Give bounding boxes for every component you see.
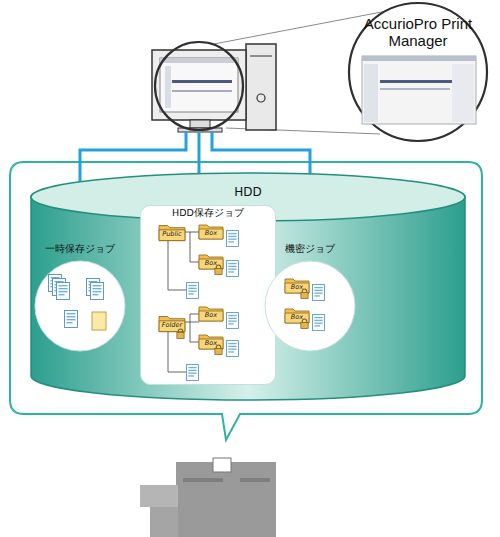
folder-icon bbox=[199, 225, 223, 239]
folder-icon bbox=[285, 309, 309, 323]
tree-lines bbox=[168, 232, 199, 372]
tree-line bbox=[190, 232, 199, 262]
printer-feeder bbox=[140, 485, 178, 507]
screenshot-frame bbox=[362, 56, 476, 124]
document-icon bbox=[312, 315, 324, 331]
screen-bar bbox=[160, 58, 238, 63]
printer-body bbox=[176, 462, 276, 537]
lock-icons bbox=[177, 265, 308, 354]
folder-icon bbox=[199, 255, 223, 269]
tree-line bbox=[190, 314, 199, 342]
document-icon bbox=[186, 283, 198, 299]
pc-tower bbox=[246, 44, 276, 130]
document-icon bbox=[92, 312, 106, 330]
folder-documents bbox=[186, 231, 324, 381]
screenshot-side bbox=[364, 64, 378, 122]
folder-icon bbox=[285, 279, 309, 293]
screenshot-bar bbox=[362, 56, 476, 61]
screen-band bbox=[172, 90, 232, 92]
job-circle-shape bbox=[35, 261, 125, 351]
job-heading: 機密ジョブ bbox=[262, 244, 358, 254]
storage-name: HDD bbox=[208, 172, 288, 199]
temp-job-docs bbox=[49, 275, 107, 331]
screenshot-panel bbox=[452, 64, 474, 122]
printer-slot bbox=[240, 478, 270, 482]
folder-label: Box bbox=[198, 340, 224, 347]
enclosure-frame bbox=[10, 162, 482, 440]
document-icon bbox=[57, 283, 70, 300]
zoom-circle bbox=[155, 42, 243, 130]
printer-panel bbox=[213, 458, 231, 472]
document-icon bbox=[226, 341, 238, 357]
screen-band bbox=[172, 80, 232, 83]
printer-slot bbox=[183, 478, 223, 482]
folder-label: Box bbox=[198, 312, 224, 319]
lock-icon bbox=[177, 329, 184, 338]
screen-side bbox=[165, 66, 171, 108]
software-screenshot bbox=[362, 56, 476, 124]
job-box-shape bbox=[141, 206, 276, 385]
document-icon bbox=[226, 231, 238, 247]
software-name: AccurioPro Print Manager bbox=[362, 2, 474, 49]
job-circle: 機密ジョブ bbox=[262, 244, 358, 354]
cylinder-body bbox=[31, 196, 465, 400]
pc-drive bbox=[250, 56, 272, 57]
document-icon bbox=[65, 311, 78, 328]
job-circle-shape bbox=[265, 261, 355, 351]
monitor-stand bbox=[190, 120, 210, 128]
printer-tray bbox=[150, 507, 178, 537]
document-icon bbox=[91, 283, 104, 300]
job-circle-outline bbox=[30, 244, 130, 354]
folder-icon bbox=[199, 307, 223, 321]
job-circle: 一時保存ジョブ bbox=[30, 244, 130, 354]
folder-icon bbox=[199, 335, 223, 349]
job-heading: 一時保存ジョブ bbox=[30, 244, 130, 254]
screen bbox=[160, 58, 238, 112]
folder-label: Box bbox=[284, 284, 310, 291]
folder-label: Box bbox=[198, 230, 224, 237]
folder-label: Box bbox=[198, 260, 224, 267]
callout-circle bbox=[349, 3, 487, 141]
job-heading: HDD保存ジョブ bbox=[143, 205, 273, 218]
document-icon bbox=[312, 285, 324, 301]
document-icon bbox=[226, 261, 238, 277]
pc-button bbox=[257, 94, 265, 102]
tree-line bbox=[168, 240, 186, 290]
monitor bbox=[152, 50, 246, 120]
folder-label: Public bbox=[158, 231, 186, 238]
screenshot-band bbox=[380, 88, 450, 90]
printer-illustration bbox=[140, 458, 276, 537]
folder-label: Folder bbox=[158, 322, 186, 329]
job-circle-outline bbox=[262, 244, 358, 354]
tree-line bbox=[190, 314, 199, 315]
folder-icons bbox=[159, 225, 309, 349]
computer-illustration bbox=[152, 42, 276, 132]
folder-label: Box bbox=[284, 314, 310, 321]
document-icon bbox=[186, 365, 198, 381]
document-icon bbox=[226, 313, 238, 329]
